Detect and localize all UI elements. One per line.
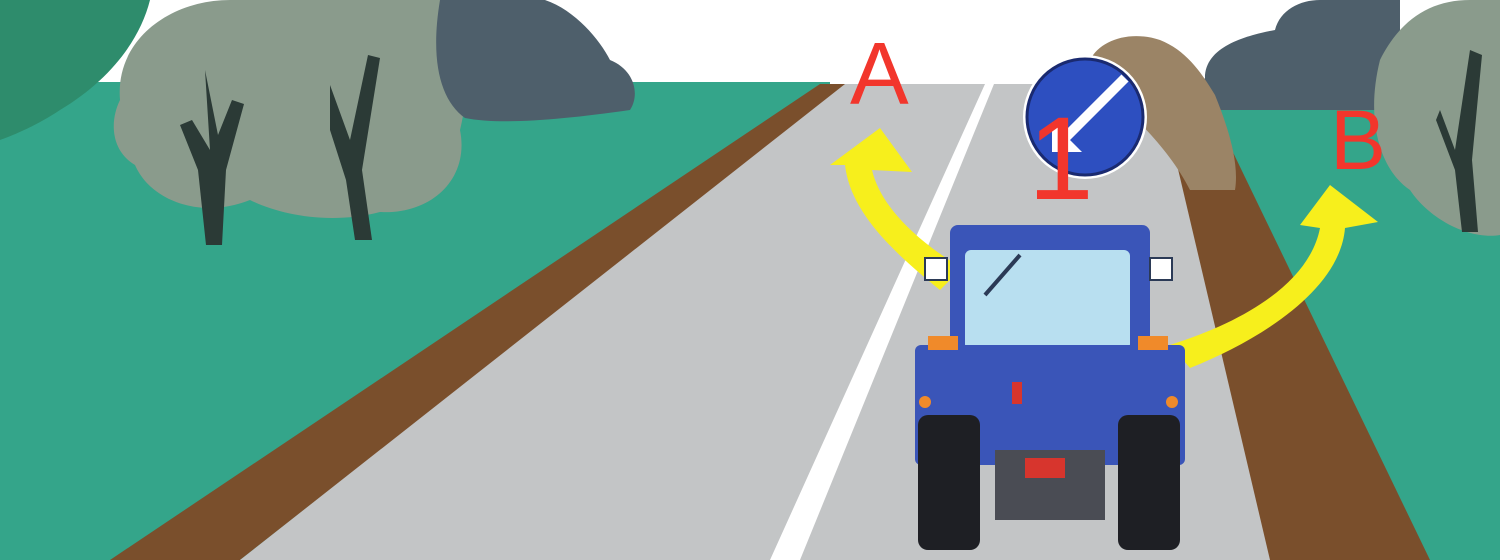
tree-trunk-1 [180,70,244,245]
rear-wheel-right [1118,415,1180,550]
tree-trunk-2 [330,55,380,240]
keep-left-sign [1023,55,1147,179]
dark-bush-right [1202,0,1400,110]
hitch-red [1025,458,1065,478]
tree-foliage-left [113,0,466,219]
arrow-down-left-icon [1052,74,1129,152]
tree-foliage-left-2 [0,0,150,140]
dark-bush-left [436,0,635,122]
red-reflector [1012,382,1022,404]
tail-light-left [919,396,931,408]
curved-arrow-up-left-icon [830,128,962,290]
route-label-a: A [850,24,909,123]
tree-trunk-3 [1436,50,1482,232]
sign-number-label: 1 [1028,93,1094,225]
wiper [983,253,1022,297]
left-tree-group [0,0,466,245]
right-lamp [1138,336,1168,350]
left-shoulder [110,84,848,560]
tractor-window [965,250,1130,350]
tractor [915,225,1185,550]
mirror-right [1149,257,1173,281]
right-shoulder [1150,84,1430,560]
route-label-b: B [1330,93,1387,187]
mirror-left [924,257,948,281]
left-lamp [928,336,958,350]
tractor-body [915,345,1185,465]
curved-arrow-up-right-icon [1170,185,1378,368]
rear-wheel-left [918,415,980,550]
lane-line [770,84,994,560]
tail-light-right [1166,396,1178,408]
